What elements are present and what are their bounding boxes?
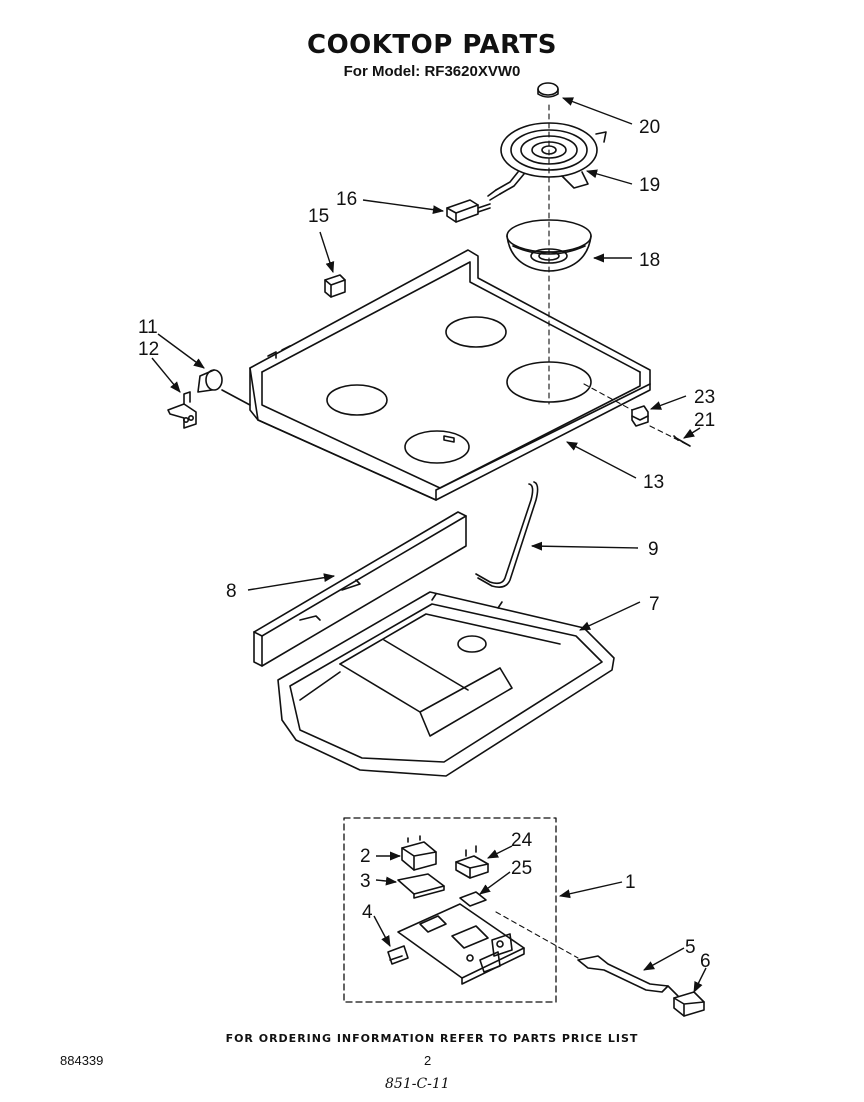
part-20-knob-cap (537, 82, 559, 98)
part-2-switch (401, 835, 437, 871)
leader-lines (151, 97, 707, 994)
callout-16: 16 (336, 189, 357, 210)
callout-3: 3 (360, 871, 371, 892)
part-5-wire-harness (577, 955, 679, 997)
callout-1: 1 (625, 872, 636, 893)
callout-6: 6 (700, 951, 711, 972)
part-16-terminal-block (446, 199, 491, 223)
document-number: 884339 (60, 1053, 104, 1068)
part-24-switch (455, 845, 489, 879)
part-11-indicator-light (197, 369, 251, 406)
callout-12: 12 (138, 339, 159, 360)
callout-8: 8 (226, 581, 237, 602)
switch-bracket (397, 903, 525, 985)
callout-numbers: 20 19 16 15 18 11 12 23 21 13 9 8 7 2 3 … (138, 117, 715, 972)
part-4-shield (387, 945, 409, 965)
part-7-burner-box (277, 591, 615, 777)
part-8-rear-panel (253, 511, 467, 667)
ordering-note: FOR ORDERING INFORMATION REFER TO PARTS … (225, 1032, 639, 1045)
callout-19: 19 (639, 175, 660, 196)
callout-20: 20 (639, 117, 660, 138)
page-number: 2 (424, 1053, 432, 1068)
callout-23: 23 (694, 387, 715, 408)
callout-13: 13 (643, 472, 664, 493)
part-19-surface-element (487, 122, 607, 201)
part-23-clip (631, 405, 649, 427)
page-title: COOKTOP PARTS (307, 30, 557, 60)
callout-25: 25 (511, 858, 532, 879)
handwritten-note: 851-C-11 (385, 1076, 450, 1092)
model-subtitle: For Model: RF3620XVW0 (343, 63, 521, 80)
part-21-screw (673, 435, 691, 447)
callout-15: 15 (308, 206, 329, 227)
callout-5: 5 (685, 937, 696, 958)
part-12-bracket (167, 391, 197, 429)
callout-7: 7 (649, 594, 660, 615)
callout-18: 18 (639, 250, 660, 271)
part-3-insulator (397, 873, 445, 899)
part-13-cooktop (249, 249, 651, 501)
callout-2: 2 (360, 846, 371, 867)
callout-4: 4 (362, 902, 373, 923)
callout-21: 21 (694, 410, 715, 431)
callout-24: 24 (511, 830, 533, 851)
callout-11: 11 (138, 317, 158, 338)
part-15-clip (324, 274, 346, 298)
callout-9: 9 (648, 539, 659, 560)
part-25-insulator (459, 891, 487, 907)
part-9-rod (475, 481, 539, 588)
part-1-assembly-box (343, 817, 557, 1003)
